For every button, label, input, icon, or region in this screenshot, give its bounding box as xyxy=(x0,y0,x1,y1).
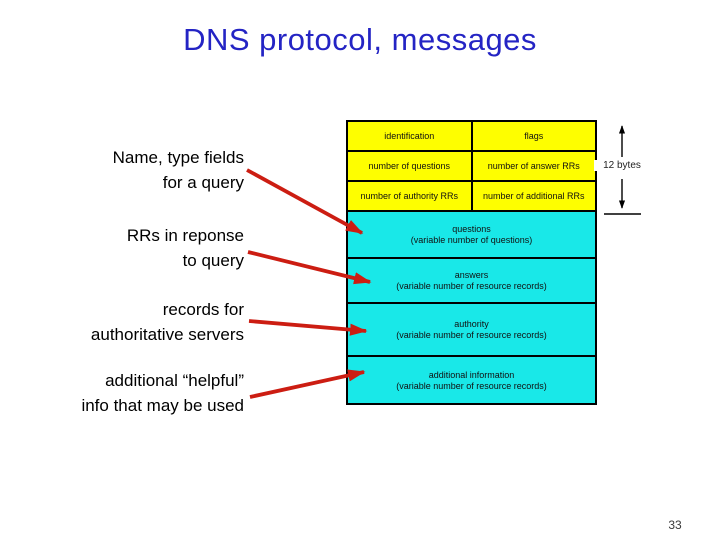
section-title: questions xyxy=(452,224,491,234)
annotation-line: for a query xyxy=(162,173,244,192)
arrow-to-questions-icon xyxy=(246,168,364,235)
page-title: DNS protocol, messages xyxy=(183,22,537,57)
annotation-line: Name, type fields xyxy=(112,148,244,167)
header-row: number of authority RRs number of additi… xyxy=(348,182,595,212)
section-title: answers xyxy=(454,270,489,280)
annotation-line: authoritative servers xyxy=(90,325,244,344)
section-answers: answers (variable number of resource rec… xyxy=(348,259,595,304)
page-number: 33 xyxy=(668,518,682,532)
section-subtitle: (variable number of resource records) xyxy=(396,380,547,391)
annotation-line: additional “helpful” xyxy=(105,371,244,390)
field-num-answer-rrs: number of answer RRs xyxy=(472,152,595,182)
section-subtitle: (variable number of resource records) xyxy=(396,330,547,340)
field-num-authority-rrs: number of authority RRs xyxy=(348,182,473,212)
field-num-additional-rrs: number of additional RRs xyxy=(472,182,595,212)
annotation-authoritative-records: records for authoritative servers xyxy=(20,297,244,347)
annotation-additional-info: additional “helpful” info that may be us… xyxy=(20,368,244,418)
annotation-line: RRs in reponse xyxy=(126,226,244,245)
annotation-query-fields: Name, type fields for a query xyxy=(20,145,244,195)
header-row: identification flags xyxy=(348,122,595,152)
annotation-line: to query xyxy=(182,251,244,270)
section-questions: questions (variable number of questions) xyxy=(348,212,595,259)
dns-message-diagram: identification flags number of questions… xyxy=(346,120,597,405)
field-flags: flags xyxy=(472,122,595,152)
section-title: authority xyxy=(454,319,489,329)
field-identification: identification xyxy=(348,122,473,152)
annotation-line: info that may be used xyxy=(81,396,244,415)
size-label: 12 bytes xyxy=(594,160,650,171)
section-authority: authority (variable number of resource r… xyxy=(348,304,595,357)
field-num-questions: number of questions xyxy=(348,152,473,182)
section-subtitle: (variable number of questions) xyxy=(410,235,533,245)
section-title: additional information xyxy=(428,369,515,380)
annotation-line: records for xyxy=(162,300,244,319)
section-additional-information: additional information (variable number … xyxy=(348,357,595,403)
header-row: number of questions number of answer RRs xyxy=(348,152,595,182)
annotation-response-rrs: RRs in reponse to query xyxy=(20,223,244,273)
section-subtitle: (variable number of resource records) xyxy=(396,281,547,291)
